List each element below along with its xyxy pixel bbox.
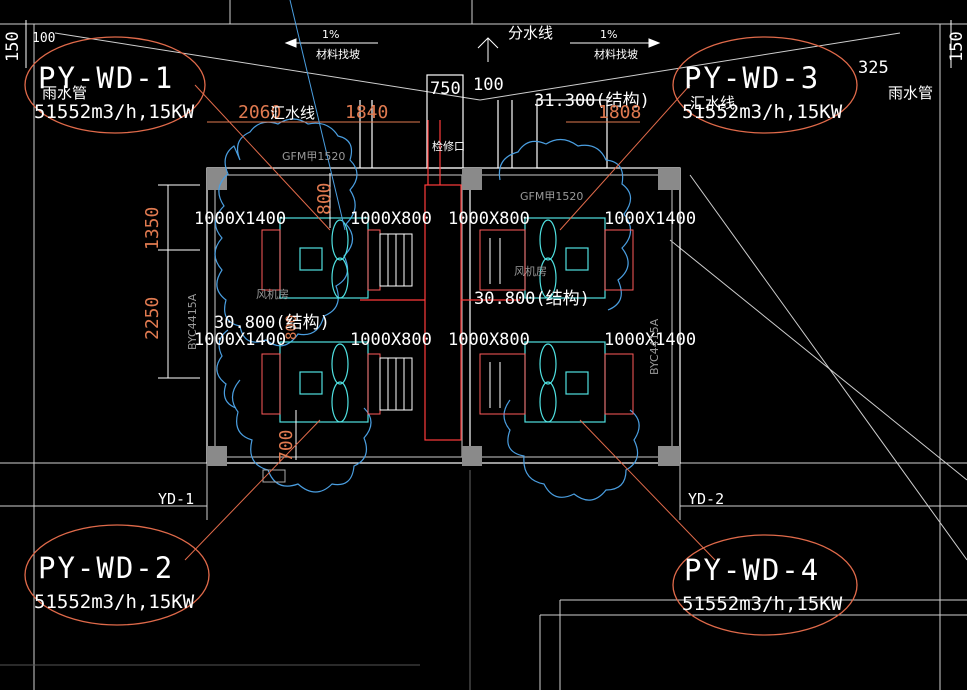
duct-size-tm-l: 1000X800 [350,209,432,229]
access-hatch: 检修口 [432,139,465,153]
duct-size-br: 1000X1400 [604,330,696,350]
fenshui-marker [477,37,499,62]
yd-1-label: YD-1 [158,490,194,508]
unit-1-id: PY-WD-1 [38,61,174,95]
duct-size-tr: 1000X1400 [604,209,696,229]
dim-150-right: 150 [947,31,967,62]
duct-size-bm-r: 1000X800 [448,330,530,350]
dim-800-vert: 800 [314,182,335,215]
gfm-right: GFM甲1520 [520,190,583,203]
dim-750: 750 [430,79,461,99]
central-duct [360,120,520,441]
unit-2-spec: 51552m3/h,15KW [34,591,195,613]
yd-2-label: YD-2 [688,490,724,508]
dim-1808: 1808 [598,102,641,123]
dim-100: 100 [473,75,504,95]
slope-pct-right: 1% [600,28,617,41]
duct-sections [261,229,634,415]
dim-800-mid: 800 [284,315,300,340]
slope-note-right: 材料找坡 [594,47,638,61]
callout-bubbles [24,36,858,636]
slope-note-left: 材料找坡 [316,47,360,61]
huishui-left: 汇水线 [270,104,315,122]
dim-100-top: 100 [32,31,55,46]
callout-leaders [184,0,716,561]
building-walls [206,74,681,464]
duct-size-bl: 1000X1400 [194,330,286,350]
rain-pipe-left: 雨水管 [42,84,87,102]
elevation-left: 30.800(结构) [214,313,330,333]
dimension-lines [25,20,952,460]
slope-pct-left: 1% [322,28,339,41]
dim-2250: 2250 [142,297,163,340]
unit-4-id: PY-WD-4 [684,553,820,587]
elevation-right: 30.800(结构) [474,289,590,309]
dim-2060: 2060 [238,102,281,123]
unit-4-spec: 51552m3/h,15KW [682,593,843,615]
dim-325: 325 [858,58,889,78]
unit-3-id: PY-WD-3 [684,61,820,95]
fenshui-label: 分水线 [508,24,553,42]
dim-150-left: 150 [3,31,23,62]
silencers [262,233,501,483]
unit-1-spec: 51552m3/h,15KW [34,101,195,123]
duct-size-bm-l: 1000X800 [350,330,432,350]
tree-outlines [214,118,640,501]
fan-room-right: 风机房 [514,264,547,278]
byc-left: BYC4415A [186,293,199,350]
slope-arrows [284,38,661,48]
byc-right: BYC4415A [648,318,661,375]
duct-size-tl: 1000X1400 [194,209,286,229]
fan-room-left: 风机房 [256,287,289,301]
elevation-top: 31.300(结构) [534,91,650,111]
huishui-right: 汇水线 [690,94,735,112]
duct-size-tm-r: 1000X800 [448,209,530,229]
dim-1840: 1840 [345,102,388,123]
columns [207,168,680,466]
dim-700: 700 [276,429,297,462]
unit-2-id: PY-WD-2 [38,551,174,585]
dim-1350: 1350 [142,207,163,250]
gfm-left: GFM甲1520 [282,150,345,163]
unit-3-spec: 51552m3/h,15KW [682,101,843,123]
rain-pipe-right: 雨水管 [888,84,933,102]
